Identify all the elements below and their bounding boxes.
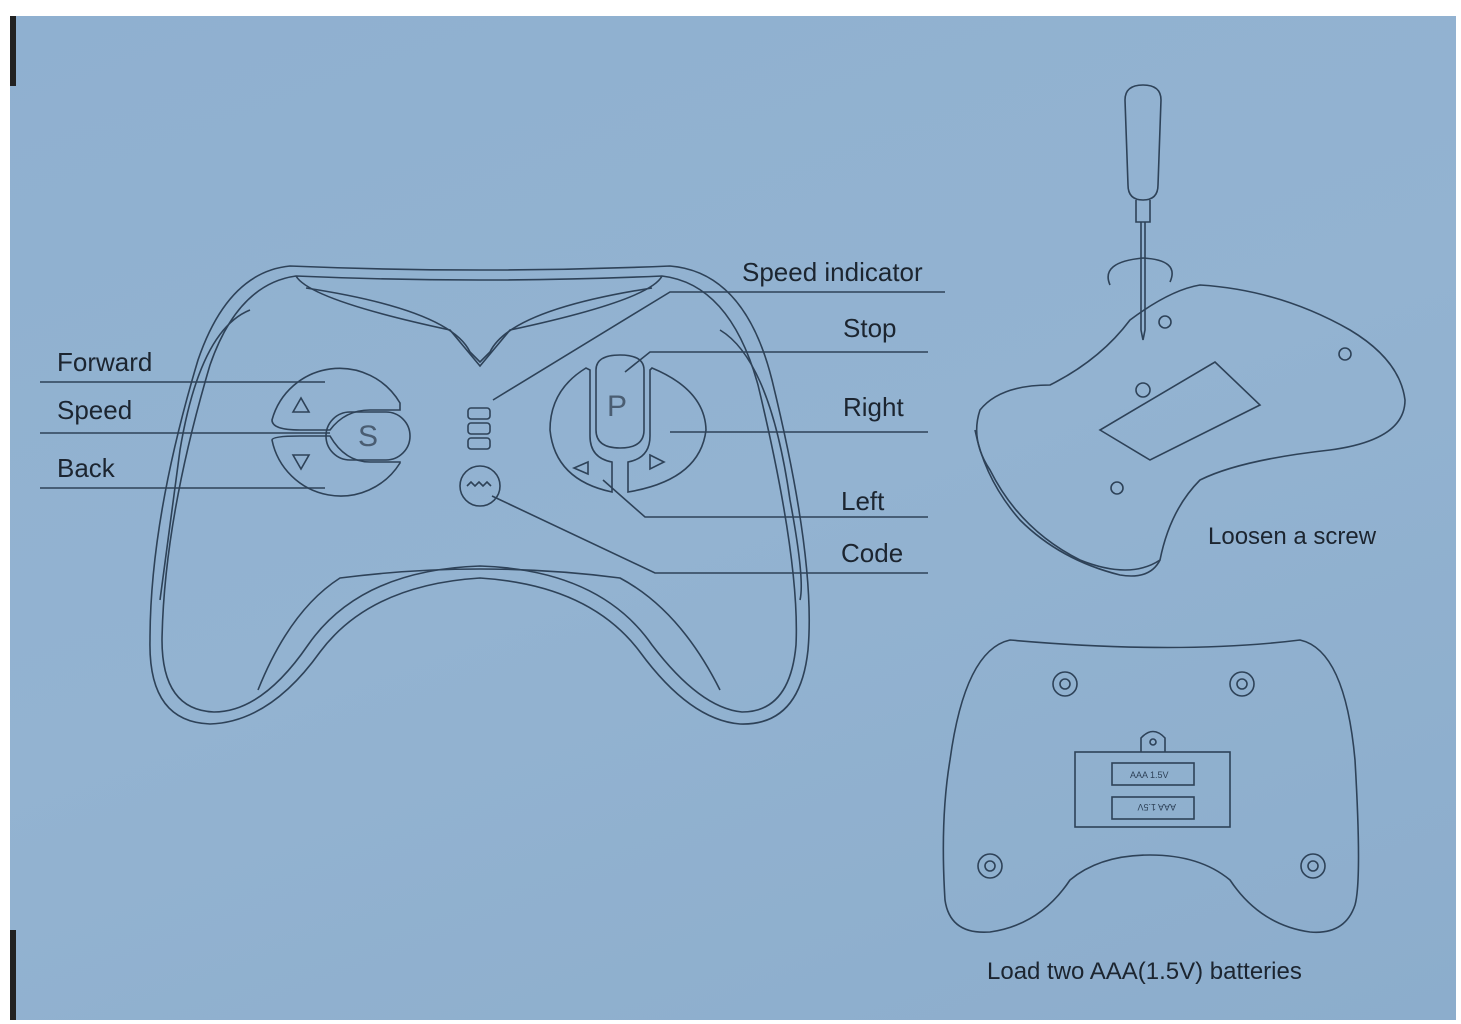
speed-indicator-led	[467, 407, 491, 420]
battery-label: AAA 1.5V	[1130, 770, 1169, 780]
label-left: Left	[841, 486, 885, 516]
code-button[interactable]	[459, 465, 501, 507]
battery	[1111, 762, 1195, 786]
forward-button[interactable]	[271, 367, 401, 431]
back-button[interactable]	[271, 435, 401, 497]
controller-top-view: S P	[149, 265, 811, 725]
label-right: Right	[843, 392, 904, 422]
right-arrow-icon	[649, 453, 666, 471]
left-arrow-icon	[571, 460, 589, 476]
speed-button-glyph: S	[358, 420, 378, 453]
speed-button[interactable]	[325, 411, 411, 461]
manual-panel	[10, 16, 1456, 1020]
label-code: Code	[841, 538, 903, 568]
stop-button[interactable]	[595, 354, 645, 449]
step-battery-caption: Load two AAA(1.5V) batteries	[987, 958, 1302, 985]
controller-labels: Forward Speed Back Speed indicator Stop …	[57, 257, 923, 568]
label-stop: Stop	[843, 313, 897, 343]
battery-compartment	[1074, 751, 1231, 828]
down-arrow-icon	[291, 454, 311, 471]
step-screw-caption: Loosen a screw	[1208, 523, 1377, 550]
screwdriver-icon	[1124, 84, 1162, 201]
wave-icon	[466, 480, 492, 488]
battery-step-illustration: AAA 1.5V AAA 1.5V Load two AAA(1.5V) bat…	[942, 639, 1360, 985]
box-edge-top	[10, 16, 16, 86]
battery-label: AAA 1.5V	[1137, 802, 1176, 812]
box-edge-bottom	[10, 930, 16, 1020]
left-button[interactable]	[549, 367, 613, 493]
speed-indicator-led	[467, 422, 491, 435]
battery	[1111, 796, 1195, 820]
speed-indicator-led	[467, 437, 491, 450]
up-arrow-icon	[291, 396, 311, 413]
label-speed: Speed	[57, 395, 132, 425]
screw-step-illustration: Loosen a screw	[974, 84, 1406, 577]
label-forward: Forward	[57, 347, 152, 377]
right-button[interactable]	[627, 367, 707, 493]
stop-button-glyph: P	[607, 390, 627, 423]
leader-lines	[40, 291, 945, 574]
label-speed-indicator: Speed indicator	[742, 257, 923, 287]
label-back: Back	[57, 453, 116, 483]
